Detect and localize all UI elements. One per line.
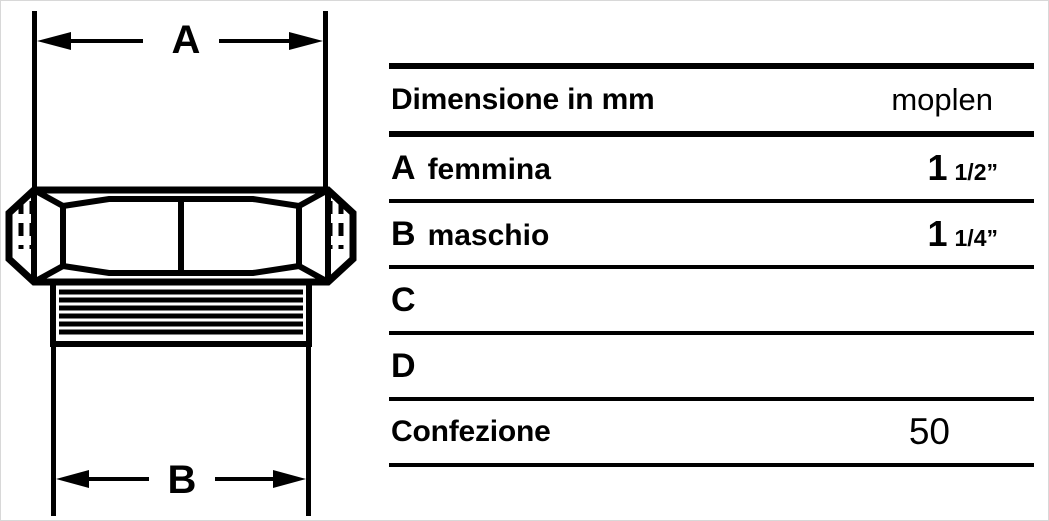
table-row: B maschio 1 1/4” — [389, 203, 1034, 265]
packaging-value: 50 — [908, 411, 950, 452]
row-code: B — [391, 214, 416, 253]
dimension-b-label: B — [168, 458, 197, 502]
row-value-whole: 1 — [927, 147, 948, 188]
table-footer-row: Confezione 50 — [389, 401, 1034, 463]
table-row-rule — [389, 199, 1034, 203]
row-code: D — [391, 346, 416, 385]
technical-drawing: A — [1, 1, 371, 520]
table-row-rule — [389, 397, 1034, 401]
dimension-b-extension-lines — [51, 344, 311, 516]
hidden-edge-dashes — [18, 201, 344, 249]
packaging-label: Confezione — [391, 415, 551, 448]
table-row: A femmina 1 1/2” — [389, 137, 1034, 199]
table-row-rule — [389, 265, 1034, 269]
hex-nut-body — [5, 186, 357, 286]
table-top-rule — [389, 63, 1034, 69]
row-value-whole: 1 — [927, 213, 948, 254]
row-value-fraction: 1/2” — [954, 159, 998, 185]
dimension-a-arrows — [37, 32, 323, 50]
table-header-rule — [389, 131, 1034, 137]
table-row: D — [389, 335, 1034, 397]
threaded-section — [50, 279, 312, 347]
row-code: C — [391, 280, 416, 319]
table-header-label: Dimensione in mm — [391, 83, 655, 116]
row-code: A — [391, 148, 416, 187]
dimension-a-label: A — [172, 18, 201, 62]
row-label: maschio — [427, 218, 550, 252]
table-row-rule — [389, 331, 1034, 335]
row-value-fraction: 1/4” — [954, 225, 998, 251]
table-bottom-rule — [389, 463, 1034, 467]
table-row: C — [389, 269, 1034, 331]
table-header-row: Dimensione in mm moplen — [389, 69, 1034, 131]
dimension-b-arrows — [56, 470, 306, 488]
table-header-value: moplen — [891, 82, 993, 117]
dimension-a-extension-lines — [32, 11, 328, 191]
specification-table: Dimensione in mm moplen A femmina 1 1/2”… — [389, 63, 1034, 467]
row-label: femmina — [427, 152, 551, 186]
